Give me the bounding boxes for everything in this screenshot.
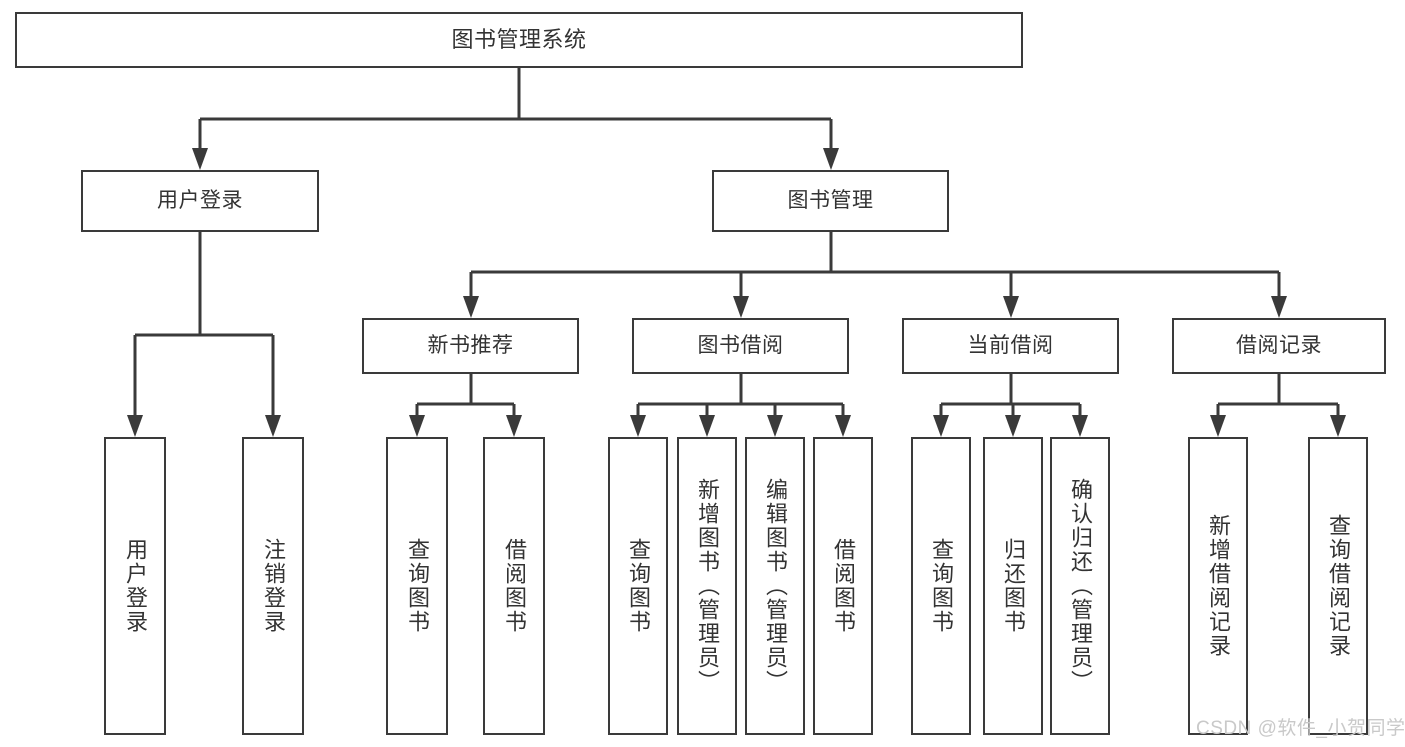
node-l2_0[interactable]: 新书推荐 (362, 318, 579, 374)
connector-lines (127, 68, 1346, 437)
node-l3_4[interactable]: 查询图书 (608, 437, 668, 735)
node-label: 图书管理 (787, 189, 874, 213)
node-label: 图书借阅 (697, 334, 784, 358)
arrowhead-l3_4 (630, 415, 646, 437)
node-l2_2[interactable]: 当前借阅 (902, 318, 1119, 374)
node-l3_9[interactable]: 归还图书 (983, 437, 1043, 735)
arrowhead-l3_8 (933, 415, 949, 437)
node-label: 图书管理系统 (451, 26, 587, 52)
node-l3_7[interactable]: 借阅图书 (813, 437, 873, 735)
node-label: 查询图书 (626, 538, 651, 634)
arrowhead-l3_10 (1072, 415, 1088, 437)
node-label: 借阅记录 (1236, 334, 1322, 358)
arrowhead-l3_1 (265, 415, 281, 437)
arrowhead-l3_6 (767, 415, 783, 437)
node-l3_0[interactable]: 用户登录 (104, 437, 166, 735)
node-root[interactable]: 图书管理系统 (15, 12, 1023, 68)
node-l3_10[interactable]: 确认归还（管理员） (1050, 437, 1110, 735)
arrowhead-l3_2 (409, 415, 425, 437)
arrowhead-l1_0 (192, 148, 208, 170)
arrowhead-l3_5 (699, 415, 715, 437)
node-label: 新增图书（管理员） (695, 478, 720, 694)
node-l2_1[interactable]: 图书借阅 (632, 318, 849, 374)
node-label: 确认归还（管理员） (1068, 478, 1093, 694)
node-l3_1[interactable]: 注销登录 (242, 437, 304, 735)
node-l3_2[interactable]: 查询图书 (386, 437, 448, 735)
node-l3_3[interactable]: 借阅图书 (483, 437, 545, 735)
node-label: 查询图书 (405, 538, 430, 634)
arrowhead-l2_2 (1003, 296, 1019, 318)
arrowhead-l3_11 (1210, 415, 1226, 437)
arrowhead-l3_12 (1330, 415, 1346, 437)
node-l3_12[interactable]: 查询借阅记录 (1308, 437, 1368, 735)
node-l3_6[interactable]: 编辑图书（管理员） (745, 437, 805, 735)
node-label: 借阅图书 (502, 538, 527, 634)
node-label: 编辑图书（管理员） (763, 478, 788, 694)
node-label: 查询图书 (929, 538, 954, 634)
node-label: 查询借阅记录 (1326, 514, 1351, 658)
arrowhead-l3_9 (1005, 415, 1021, 437)
arrowhead-l2_1 (733, 296, 749, 318)
node-l3_8[interactable]: 查询图书 (911, 437, 971, 735)
arrowhead-l1_1 (823, 148, 839, 170)
arrowhead-l3_7 (835, 415, 851, 437)
arrowhead-l3_3 (506, 415, 522, 437)
node-label: 新书推荐 (427, 334, 514, 358)
node-label: 注销登录 (261, 538, 286, 634)
node-label: 用户登录 (123, 538, 148, 634)
node-label: 当前借阅 (967, 334, 1054, 358)
node-label: 归还图书 (1001, 538, 1026, 634)
node-l1_0[interactable]: 用户登录 (81, 170, 319, 232)
node-l1_1[interactable]: 图书管理 (712, 170, 949, 232)
node-label: 借阅图书 (831, 538, 856, 634)
arrowhead-l3_0 (127, 415, 143, 437)
node-label: 新增借阅记录 (1206, 514, 1231, 658)
node-l2_3[interactable]: 借阅记录 (1172, 318, 1386, 374)
node-l3_5[interactable]: 新增图书（管理员） (677, 437, 737, 735)
node-label: 用户登录 (157, 189, 243, 213)
arrowhead-l2_0 (463, 296, 479, 318)
node-l3_11[interactable]: 新增借阅记录 (1188, 437, 1248, 735)
arrowhead-l2_3 (1271, 296, 1287, 318)
